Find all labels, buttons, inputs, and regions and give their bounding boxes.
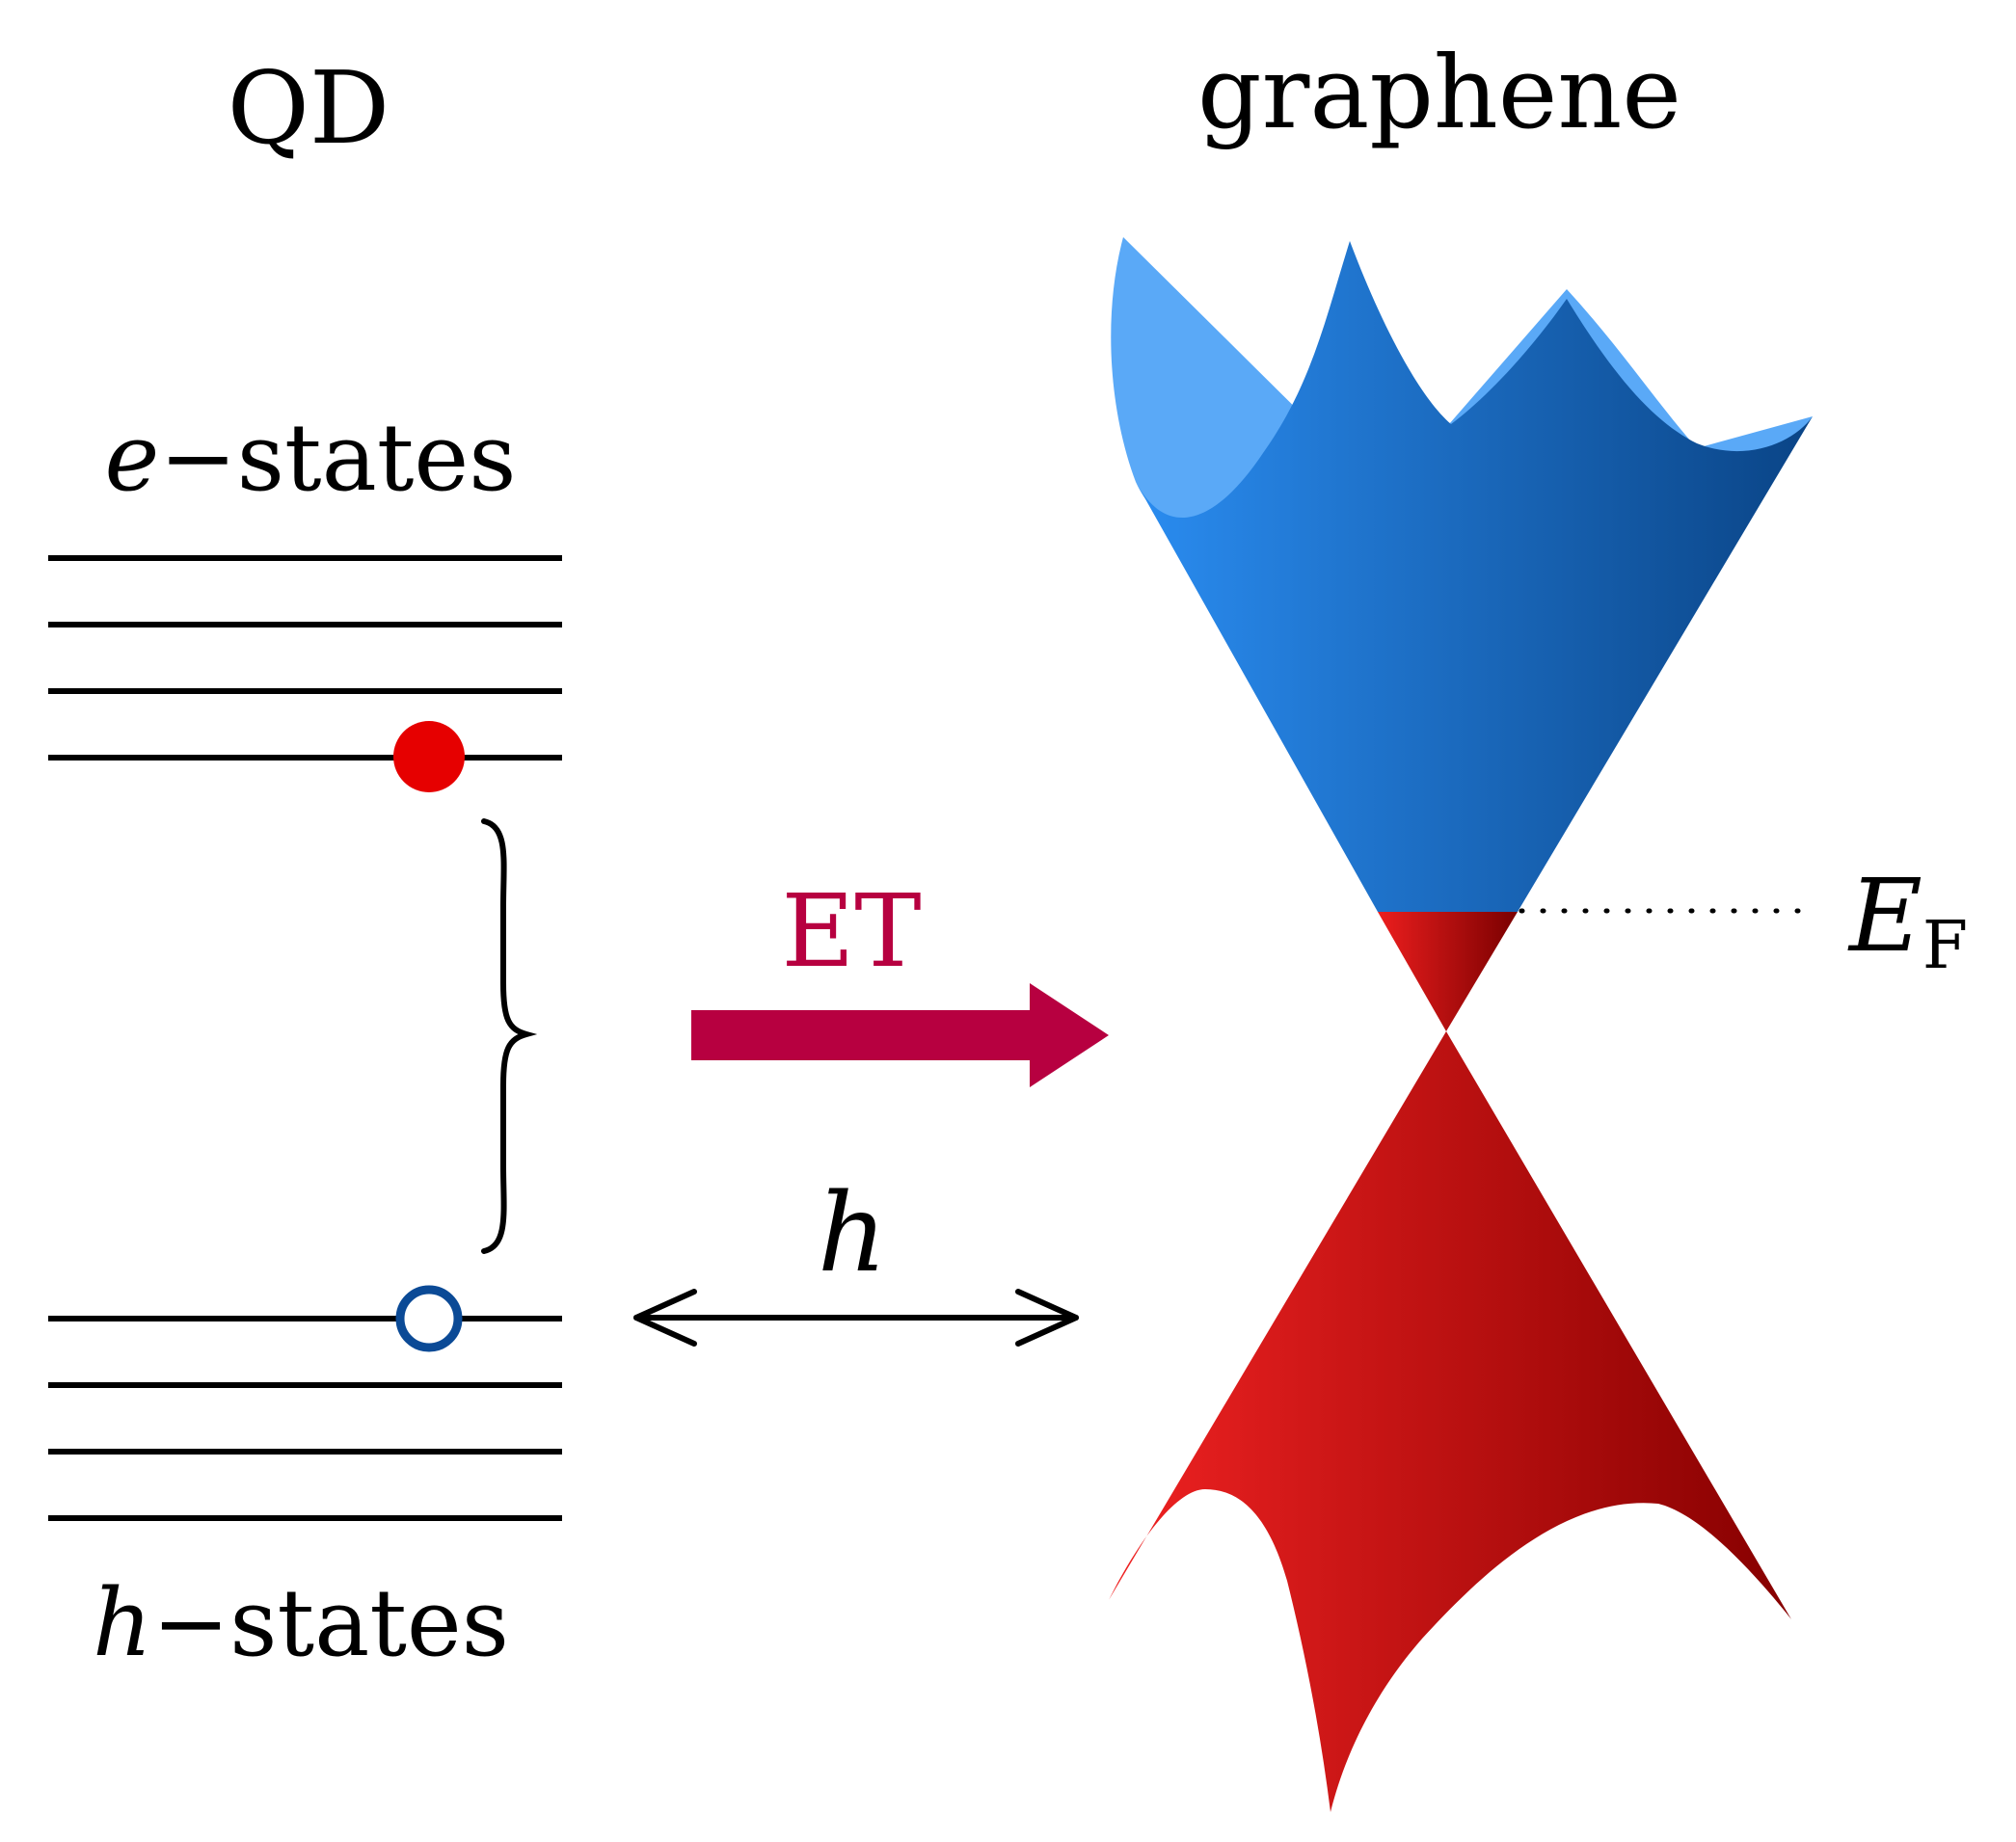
hole-circle (395, 1285, 463, 1352)
h-double-arrow (633, 1289, 1079, 1347)
lower-cone (1109, 1031, 1791, 1812)
h-states-label: h−states (93, 1569, 509, 1677)
h-transfer-label: h (818, 1171, 887, 1296)
curly-brace (481, 818, 538, 1254)
e-states-label: e−states (105, 404, 517, 512)
electron-dot (393, 721, 465, 792)
et-arrow (691, 983, 1109, 1087)
e-word: states (237, 404, 517, 512)
graphene-title: graphene (1197, 34, 1681, 151)
filled-states-wedge (1378, 912, 1518, 1031)
fermi-energy-label: EF (1847, 857, 1968, 984)
upper-cone (1111, 237, 1813, 912)
fermi-subscript: F (1922, 908, 1968, 984)
h-word: states (229, 1569, 509, 1677)
e-symbol: e (105, 404, 160, 512)
electron-levels (48, 555, 562, 761)
qd-panel: QD e−states h−states (48, 49, 562, 1677)
hole-levels (48, 1316, 562, 1521)
upper-cone-front (1136, 241, 1813, 912)
fermi-symbol: E (1847, 857, 1922, 974)
e-dash: − (159, 404, 236, 512)
et-label: ET (781, 872, 921, 990)
h-symbol: h (93, 1569, 152, 1677)
qd-title: QD (228, 49, 390, 167)
graphene-panel: graphene EF (1109, 34, 1968, 1812)
h-dash: − (152, 1569, 229, 1677)
transfer-arrows: ET h (633, 872, 1109, 1347)
